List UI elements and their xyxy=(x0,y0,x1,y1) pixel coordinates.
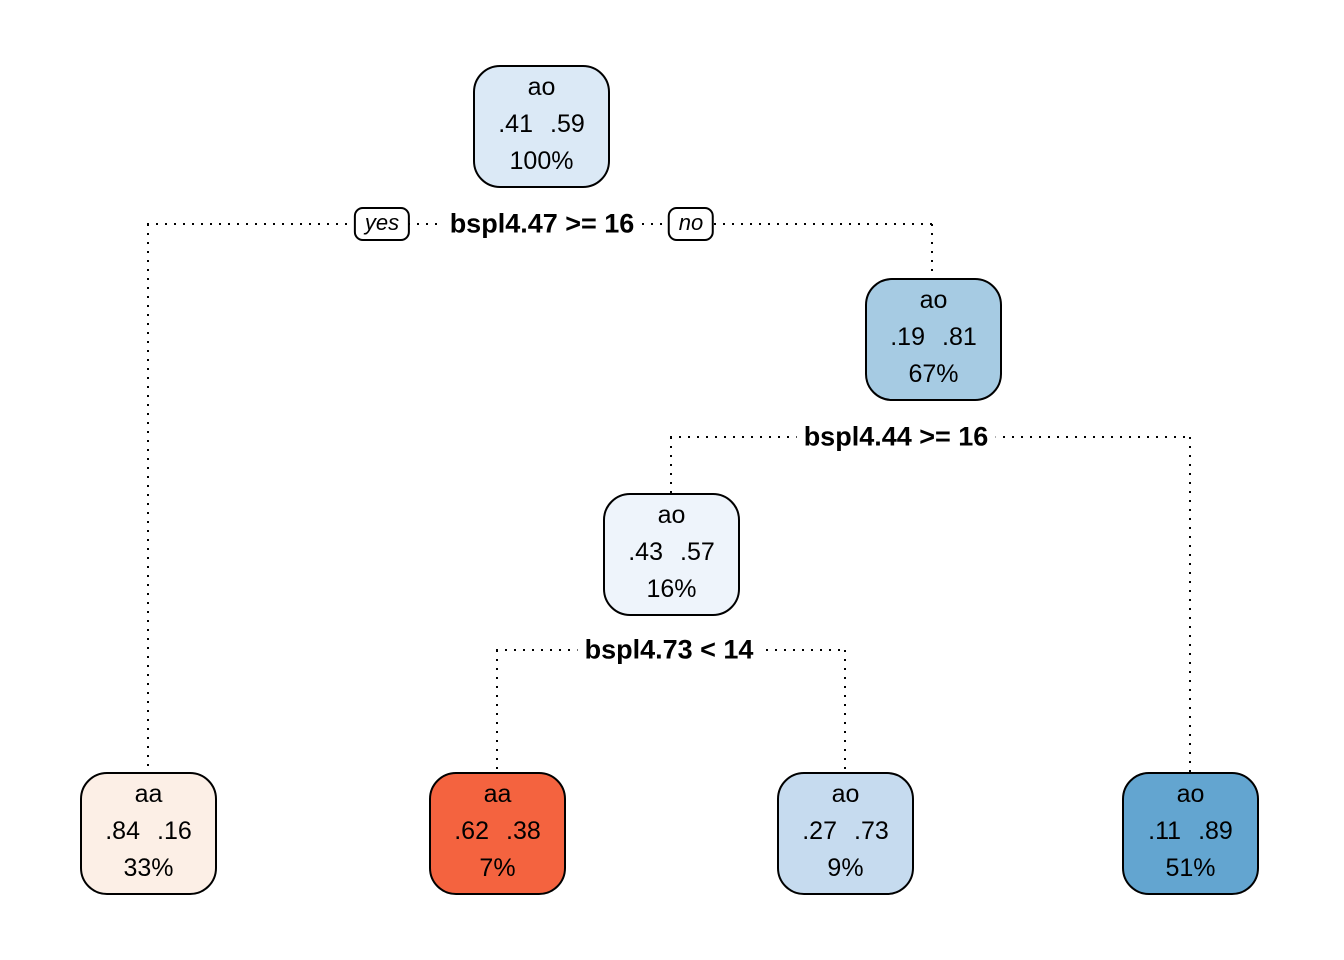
prob-right: .38 xyxy=(506,817,541,845)
node-class-label: ao xyxy=(1176,780,1205,808)
node-class-label: ao xyxy=(919,286,948,314)
prob-right: .16 xyxy=(157,817,192,845)
node-class-label: ao xyxy=(831,780,860,808)
node-probabilities: .84 .16 xyxy=(82,813,215,850)
prob-right: .89 xyxy=(1198,817,1233,845)
node-class-label: aa xyxy=(483,780,512,808)
prob-right: .73 xyxy=(854,817,889,845)
branch-line-to-node-67 xyxy=(931,224,933,280)
node-coverage-percent: 16% xyxy=(646,575,697,603)
node-coverage-percent: 67% xyxy=(908,360,959,388)
yes-branch-label: yes xyxy=(353,207,411,241)
node-coverage-percent: 9% xyxy=(827,854,864,882)
tree-leaf-9pct: ao .27 .73 9% xyxy=(777,772,914,895)
tree-leaf-7pct: aa .62 .38 7% xyxy=(429,772,566,895)
prob-left: .62 xyxy=(454,817,489,845)
prob-left: .27 xyxy=(802,817,837,845)
prob-left: .43 xyxy=(628,538,663,566)
prob-left: .84 xyxy=(105,817,140,845)
prob-right: .57 xyxy=(680,538,715,566)
split-condition-2: bspl4.44 >= 16 xyxy=(796,420,996,454)
node-coverage-percent: 33% xyxy=(123,854,174,882)
no-branch-label: no xyxy=(667,207,715,241)
node-coverage-percent: 51% xyxy=(1165,854,1216,882)
tree-node-root: ao .41 .59 100% xyxy=(473,65,610,188)
prob-right: .59 xyxy=(550,110,585,138)
node-probabilities: .27 .73 xyxy=(779,813,912,850)
prob-left: .19 xyxy=(890,323,925,351)
tree-node-16pct: ao .43 .57 16% xyxy=(603,493,740,616)
node-probabilities: .19 .81 xyxy=(867,319,1000,356)
branch-line-to-leaf-51 xyxy=(1189,437,1191,772)
node-probabilities: .11 .89 xyxy=(1124,813,1257,850)
node-probabilities: .43 .57 xyxy=(605,534,738,571)
node-class-label: ao xyxy=(657,501,686,529)
prob-left: .41 xyxy=(498,110,533,138)
prob-left: .11 xyxy=(1148,817,1182,845)
node-coverage-percent: 7% xyxy=(479,854,516,882)
node-class-label: ao xyxy=(527,73,556,101)
node-coverage-percent: 100% xyxy=(509,147,574,175)
branch-line-to-leaf-33 xyxy=(147,224,149,772)
split-condition-3: bspl4.73 < 14 xyxy=(577,633,761,667)
node-class-label: aa xyxy=(134,780,163,808)
node-probabilities: .62 .38 xyxy=(431,813,564,850)
tree-node-67pct: ao .19 .81 67% xyxy=(865,278,1002,401)
prob-right: .81 xyxy=(942,323,977,351)
branch-line-to-leaf-7 xyxy=(496,650,498,772)
tree-leaf-33pct: aa .84 .16 33% xyxy=(80,772,217,895)
branch-line-to-node-16 xyxy=(670,437,672,494)
node-probabilities: .41 .59 xyxy=(475,106,608,143)
split-condition-1: bspl4.47 >= 16 xyxy=(442,207,642,241)
tree-leaf-51pct: ao .11 .89 51% xyxy=(1122,772,1259,895)
branch-line-to-leaf-9 xyxy=(844,650,846,772)
